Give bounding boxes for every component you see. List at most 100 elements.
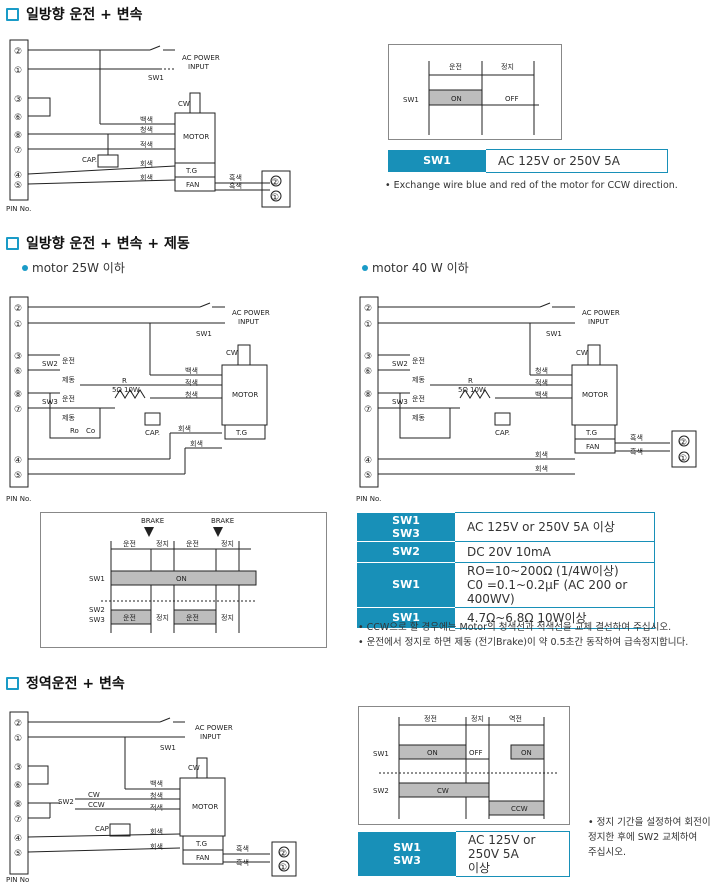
svg-text:⑥: ⑥ (14, 113, 22, 123)
bullet-motor-40w: motor 40 W 이하 (362, 259, 469, 276)
timing-chart-3: 정전 정지 역전 SW1 ON OFF ON SW2 CW CCW (358, 706, 570, 825)
svg-text:T.G: T.G (235, 429, 247, 437)
spec-row: SW2 DC 20V 10mA (357, 540, 655, 563)
svg-text:AC POWER: AC POWER (195, 724, 233, 732)
svg-text:흑색: 흑색 (229, 181, 242, 190)
svg-text:회색: 회색 (190, 439, 203, 448)
note-line: • 운전에서 정지로 하면 제동 (전기Brake)이 약 0.5초간 동작하여… (358, 637, 689, 648)
svg-text:제동: 제동 (62, 414, 75, 422)
svg-text:CW: CW (88, 791, 100, 799)
svg-text:②: ② (364, 304, 372, 314)
svg-text:CAP.: CAP. (495, 429, 510, 437)
svg-text:백색: 백색 (535, 390, 548, 399)
svg-text:CAP.: CAP. (82, 156, 97, 164)
svg-text:MOTOR: MOTOR (183, 133, 209, 141)
svg-text:CW: CW (188, 764, 200, 772)
bullet-dot-icon (22, 264, 28, 271)
svg-text:흑색: 흑색 (630, 447, 643, 456)
spec-row: SW1 AC 125V or 250V 5A (388, 149, 668, 173)
svg-text:역전: 역전 (509, 714, 522, 723)
svg-text:5Ω 10W: 5Ω 10W (112, 386, 140, 394)
svg-text:②: ② (14, 719, 22, 729)
svg-text:AC POWER: AC POWER (182, 54, 220, 62)
svg-text:SW1: SW1 (373, 750, 389, 758)
svg-text:④: ④ (364, 456, 372, 466)
svg-text:PIN No.: PIN No. (6, 205, 31, 213)
svg-text:ON: ON (427, 749, 438, 757)
svg-text:정지: 정지 (156, 539, 169, 548)
section-title-3: 정역운전 + 변속 (6, 673, 125, 693)
svg-text:정전: 정전 (424, 714, 437, 723)
svg-text:②: ② (14, 304, 22, 314)
svg-text:청색: 청색 (185, 390, 198, 399)
svg-text:CCW: CCW (511, 805, 528, 813)
svg-text:SW2: SW2 (89, 606, 105, 614)
square-bullet-icon (6, 236, 19, 250)
svg-text:회색: 회색 (535, 464, 548, 473)
svg-text:SW1: SW1 (89, 575, 105, 583)
timing-chart-1: 운전 정지 SW1 ON OFF (388, 44, 562, 140)
svg-text:T.G: T.G (585, 429, 597, 437)
brake-marker-icon (213, 527, 223, 537)
svg-text:T.G: T.G (195, 840, 207, 848)
spec-table-2: SW1 SW3 AC 125V or 250V 5A 이상 SW2 DC 20V… (357, 512, 655, 629)
svg-text:PIN No: PIN No (6, 876, 29, 884)
svg-text:운전: 운전 (62, 356, 75, 365)
svg-text:적색: 적색 (150, 803, 163, 812)
svg-text:회색: 회색 (535, 450, 548, 459)
svg-text:⑥: ⑥ (14, 781, 22, 791)
svg-text:적색: 적색 (185, 378, 198, 387)
svg-text:⑦: ⑦ (14, 815, 22, 825)
svg-text:흑색: 흑색 (630, 433, 643, 442)
svg-text:INPUT: INPUT (188, 63, 210, 71)
svg-text:회색: 회색 (150, 842, 163, 851)
svg-text:R: R (122, 377, 127, 385)
svg-text:정지: 정지 (221, 613, 234, 622)
svg-text:운전: 운전 (412, 394, 425, 403)
svg-text:①: ① (271, 193, 279, 203)
spec-row: SW1 RO=10~200Ω (1/4W이상) C0 =0.1~0.2μF (A… (357, 561, 655, 608)
brake-marker-icon (144, 527, 154, 537)
svg-text:④: ④ (14, 834, 22, 844)
svg-text:정지: 정지 (471, 714, 484, 723)
svg-text:Ro: Ro (70, 427, 79, 435)
square-bullet-icon (6, 7, 19, 21)
svg-text:SW3: SW3 (42, 398, 58, 406)
section-title-2: 일방향 운전 + 변속 + 제동 (6, 233, 190, 253)
svg-text:MOTOR: MOTOR (192, 803, 218, 811)
svg-text:②: ② (271, 178, 279, 188)
svg-text:⑦: ⑦ (14, 146, 22, 156)
svg-text:MOTOR: MOTOR (232, 391, 258, 399)
svg-text:청색: 청색 (150, 791, 163, 800)
svg-text:CCW: CCW (88, 801, 105, 809)
svg-text:⑧: ⑧ (14, 131, 22, 141)
svg-text:BRAKE: BRAKE (211, 517, 234, 525)
svg-text:AC POWER: AC POWER (232, 309, 270, 317)
svg-text:SW2: SW2 (392, 360, 408, 368)
svg-text:청색: 청색 (535, 366, 548, 375)
svg-text:백색: 백색 (150, 779, 163, 788)
svg-text:CAP.: CAP. (145, 429, 160, 437)
svg-text:⑤: ⑤ (14, 181, 22, 191)
svg-text:회색: 회색 (178, 424, 191, 433)
svg-text:CW: CW (226, 349, 238, 357)
svg-text:⑤: ⑤ (14, 471, 22, 481)
svg-text:회색: 회색 (150, 827, 163, 836)
svg-text:ON: ON (451, 95, 462, 103)
svg-text:적색: 적색 (140, 140, 153, 149)
svg-text:⑥: ⑥ (364, 367, 372, 377)
svg-text:⑥: ⑥ (14, 367, 22, 377)
svg-text:③: ③ (364, 352, 372, 362)
svg-text:SW2: SW2 (58, 798, 74, 806)
svg-text:적색: 적색 (535, 378, 548, 387)
svg-text:⑧: ⑧ (14, 800, 22, 810)
spec-row: SW1 4.7Ω~6.8Ω 10W이상 (357, 606, 655, 629)
svg-text:ON: ON (176, 575, 187, 583)
svg-text:①: ① (14, 734, 22, 744)
svg-text:운전: 운전 (449, 62, 462, 71)
svg-text:T.G: T.G (185, 167, 197, 175)
svg-text:⑤: ⑤ (364, 471, 372, 481)
bullet-motor-25w: motor 25W 이하 (22, 259, 125, 276)
svg-text:FAN: FAN (586, 443, 599, 451)
